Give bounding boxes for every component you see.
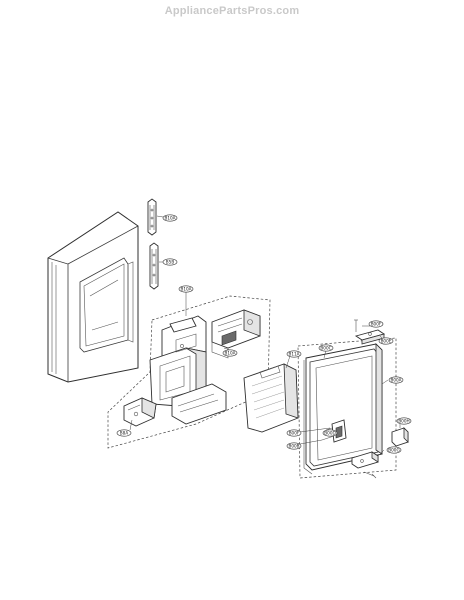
ice-bin-door [303, 343, 383, 475]
door-hinge-top [354, 319, 386, 345]
assembly-outline-left [107, 295, 271, 449]
callout-b10a-1: B10A [162, 214, 178, 222]
callout-b00f-mid: B00F [286, 429, 302, 437]
hinge-bracket-lower [149, 242, 159, 290]
svg-text:B00D: B00D [324, 431, 335, 436]
callout-b10a-2: B10A [178, 285, 194, 293]
svg-text:B8A: B8A [120, 431, 129, 436]
bracket-small [391, 427, 409, 447]
callout-b00d: B00D [322, 429, 338, 437]
callout-b00g: B00G [386, 446, 402, 454]
svg-text:B00A: B00A [390, 378, 401, 383]
callout-b00c: B00C [318, 344, 334, 352]
callout-b11a: B11A [286, 350, 302, 358]
callout-b10a-3: B10A [222, 349, 238, 357]
door-hinge-bottom [351, 451, 379, 479]
ice-maker-motor [211, 309, 261, 359]
svg-text:B10A: B10A [224, 351, 235, 356]
svg-text:B11A: B11A [288, 352, 299, 357]
insulation-cover [243, 363, 299, 433]
callout-b00e: B00E [378, 337, 394, 345]
door-liner [47, 211, 139, 383]
hinge-bracket-upper [147, 198, 157, 236]
callout-b5b: B5B [162, 258, 178, 266]
callout-b00f-top: B00F [368, 320, 384, 328]
svg-text:B00F: B00F [371, 322, 382, 327]
svg-text:B00G: B00G [388, 448, 399, 453]
ice-maker-housing [149, 315, 227, 425]
svg-text:B00F: B00F [289, 431, 300, 436]
svg-text:B10A: B10A [180, 287, 191, 292]
callout-b00h: B00H [396, 417, 412, 425]
svg-text:B5B: B5B [166, 260, 175, 265]
watermark: AppliancePartsPros.com [164, 5, 300, 17]
svg-text:B00E: B00E [381, 339, 392, 344]
svg-text:B00C: B00C [320, 346, 331, 351]
svg-text:B00B: B00B [288, 444, 299, 449]
callout-b8a: B8A [116, 429, 132, 437]
callout-b00b: B00B [286, 442, 302, 450]
callout-b00a: B00A [388, 376, 404, 384]
svg-text:B10A: B10A [164, 216, 175, 221]
svg-text:B00H: B00H [398, 419, 409, 424]
lever-bracket [123, 397, 157, 427]
